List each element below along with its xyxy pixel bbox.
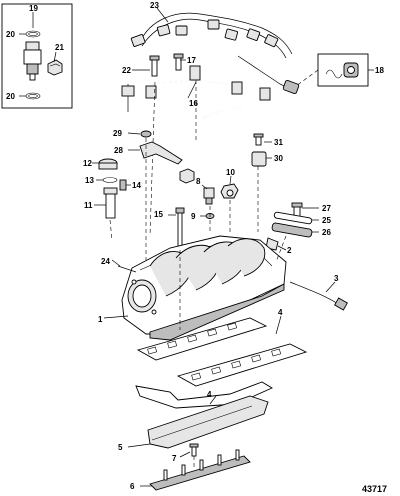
sensor-detail-box: 18 [295, 53, 384, 87]
callout-19: 19 [29, 4, 38, 13]
callout-8: 8 [196, 177, 201, 186]
bolt-rail: 6 [130, 449, 251, 491]
callout-11: 11 [84, 201, 93, 210]
wiring-harness: 23 [130, 1, 300, 94]
callout-13: 13 [85, 176, 94, 185]
callout-27: 27 [322, 204, 331, 213]
callout-28: 28 [114, 146, 123, 155]
assembly-lines [145, 138, 287, 468]
callout-26: 26 [322, 228, 331, 237]
callout-12: 12 [83, 159, 92, 168]
callout-4-bottom: 4 [207, 390, 212, 399]
valley-cover: 5 7 [118, 395, 269, 463]
reference-number: 43717 [362, 484, 387, 494]
callout-4-top: 4 [278, 308, 283, 317]
callout-20-top: 20 [6, 30, 15, 39]
callout-18: 18 [375, 66, 384, 75]
callout-7: 7 [172, 454, 177, 463]
intake-manifold: 24 1 [98, 235, 287, 341]
callout-16: 16 [189, 99, 198, 108]
callout-3: 3 [334, 274, 339, 283]
callout-10: 10 [226, 168, 235, 177]
right-components: 27 25 26 2 3 [265, 202, 348, 311]
callout-5: 5 [118, 443, 123, 452]
callout-14: 14 [132, 181, 141, 190]
callout-21: 21 [55, 43, 64, 52]
callout-31: 31 [274, 138, 283, 147]
callout-24: 24 [101, 257, 110, 266]
callout-9: 9 [191, 212, 196, 221]
callout-23: 23 [150, 1, 159, 10]
callout-1: 1 [98, 315, 103, 324]
callout-2: 2 [287, 246, 292, 255]
callout-15: 15 [154, 210, 163, 219]
callout-22: 22 [122, 66, 131, 75]
callout-6: 6 [130, 482, 135, 491]
fuel-rail-assembly: 22 17 16 [121, 53, 283, 237]
injector-detail-inset: 19 20 20 21 [1, 3, 73, 109]
callout-30: 30 [274, 154, 283, 163]
small-components: 29 28 31 30 12 13 14 11 [83, 129, 283, 251]
callout-29: 29 [113, 129, 122, 138]
callout-25: 25 [322, 216, 331, 225]
callout-17: 17 [187, 56, 196, 65]
callout-20-bottom: 20 [6, 92, 15, 101]
